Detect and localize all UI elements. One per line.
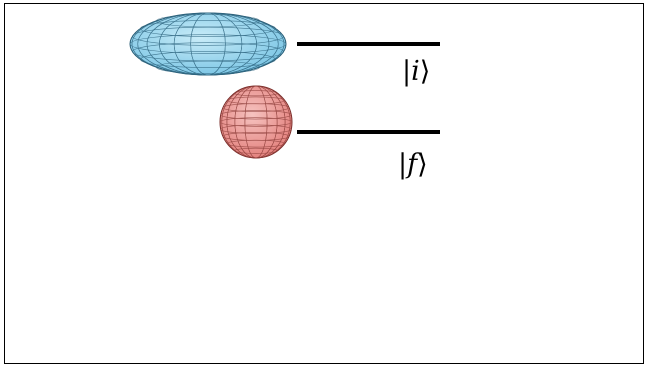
figure-frame bbox=[4, 3, 644, 364]
sphere-final-state bbox=[219, 85, 293, 159]
oblate-spheroid-initial-state bbox=[129, 12, 287, 76]
state-label-initial: |i⟩ bbox=[402, 56, 431, 87]
state-label-final: |f⟩ bbox=[398, 149, 428, 180]
